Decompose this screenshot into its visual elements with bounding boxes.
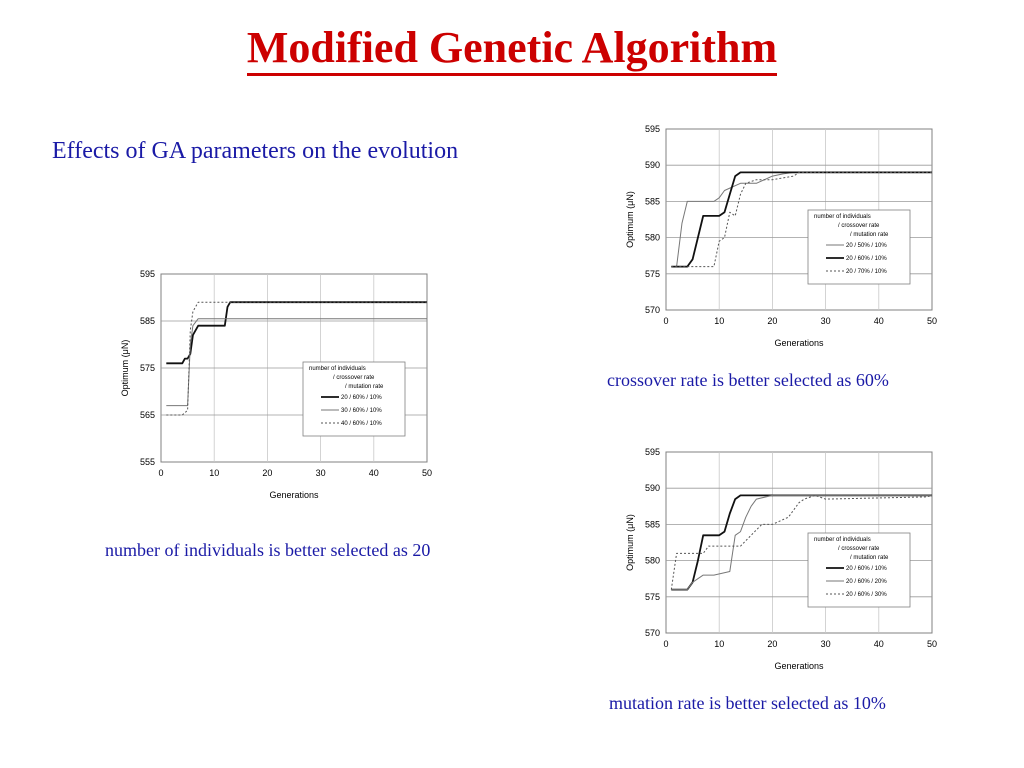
chart-svg-crossover: 0 10 20 30 40 50 570 575 580 585 590 595Generations…	[625, 124, 937, 348]
y-tick-label: 565	[140, 410, 155, 420]
legend-header-line: number of individuals	[309, 366, 366, 372]
chart-svg-mutation: 0 10 20 30 40 50 570 575 580 585 590 595Generations…	[625, 447, 937, 671]
x-tick-label: 20	[767, 316, 777, 326]
x-tick-label: 0	[158, 468, 163, 478]
y-tick-label: 590	[645, 160, 660, 170]
x-tick-label: 40	[369, 468, 379, 478]
legend-entry: 20 / 50% / 10%	[846, 243, 887, 249]
x-tick-label: 50	[927, 316, 937, 326]
x-tick-label: 0	[663, 316, 668, 326]
x-axis-label: Generations	[269, 490, 319, 500]
y-tick-label: 595	[645, 447, 660, 457]
y-axis-label: Optimum (μN)	[120, 340, 130, 397]
series-line-3	[670, 494, 933, 590]
series-line-2	[671, 171, 932, 268]
x-tick-label: 50	[927, 639, 937, 649]
legend-entry: 20 / 60% / 10%	[341, 395, 382, 401]
y-tick-label: 570	[645, 305, 660, 315]
y-tick-label: 595	[140, 269, 155, 279]
y-tick-label: 580	[645, 233, 660, 243]
slide-subtitle: Effects of GA parameters on the evolutio…	[52, 138, 459, 164]
slide-title: Modified Genetic Algorithm	[0, 22, 1024, 76]
x-tick-label: 20	[767, 639, 777, 649]
x-tick-label: 50	[422, 468, 432, 478]
legend-header-line: / crossover rate	[333, 375, 375, 381]
y-tick-label: 575	[645, 269, 660, 279]
legend-box	[807, 532, 911, 608]
series-line-1	[166, 301, 427, 365]
y-tick-label: 580	[645, 556, 660, 566]
legend-box	[807, 209, 911, 285]
y-axis-label: Optimum (μN)	[625, 514, 635, 571]
x-tick-label: 10	[714, 639, 724, 649]
series-line-3	[166, 301, 427, 416]
y-tick-label: 590	[645, 483, 660, 493]
legend-entry: 20 / 60% / 10%	[846, 566, 887, 572]
x-tick-label: 30	[821, 316, 831, 326]
legend-header-line: / mutation rate	[345, 384, 384, 390]
y-tick-label: 575	[140, 363, 155, 373]
x-tick-label: 40	[874, 639, 884, 649]
legend-entry: 20 / 60% / 10%	[846, 256, 887, 262]
legend-header-line: / crossover rate	[838, 546, 880, 552]
x-tick-label: 20	[262, 468, 272, 478]
y-tick-label: 555	[140, 457, 155, 467]
x-tick-label: 30	[821, 639, 831, 649]
x-axis-label: Generations	[774, 338, 824, 348]
caption-mutation: mutation rate is better selected as 10%	[609, 693, 886, 713]
legend-header-line: / mutation rate	[850, 555, 889, 561]
y-tick-label: 585	[645, 519, 660, 529]
caption-crossover: crossover rate is better selected as 60%	[607, 370, 889, 390]
legend-box	[302, 361, 406, 437]
y-tick-label: 570	[645, 628, 660, 638]
legend-entry: 40 / 60% / 10%	[341, 421, 382, 427]
legend-entry: 20 / 60% / 20%	[846, 579, 887, 585]
legend-header-line: number of individuals	[814, 537, 871, 543]
x-tick-label: 0	[663, 639, 668, 649]
y-tick-label: 595	[645, 124, 660, 134]
series-line-1	[671, 171, 932, 268]
caption-individuals: number of individuals is better selected…	[105, 540, 431, 560]
y-tick-label: 575	[645, 592, 660, 602]
y-axis-label: Optimum (μN)	[625, 191, 635, 248]
x-tick-label: 40	[874, 316, 884, 326]
x-tick-label: 30	[316, 468, 326, 478]
x-axis-label: Generations	[774, 661, 824, 671]
legend-entry: 20 / 60% / 30%	[846, 592, 887, 598]
legend-entry: 30 / 60% / 10%	[341, 408, 382, 414]
y-tick-label: 585	[645, 196, 660, 206]
legend-entry: 20 / 70% / 10%	[846, 269, 887, 275]
x-tick-label: 10	[209, 468, 219, 478]
series-line-3	[671, 171, 932, 268]
series-line-2	[671, 494, 932, 591]
x-tick-label: 10	[714, 316, 724, 326]
legend-header-line: number of individuals	[814, 214, 871, 220]
legend-header-line: / mutation rate	[850, 232, 889, 238]
legend-header-line: / crossover rate	[838, 223, 880, 229]
y-tick-label: 585	[140, 316, 155, 326]
